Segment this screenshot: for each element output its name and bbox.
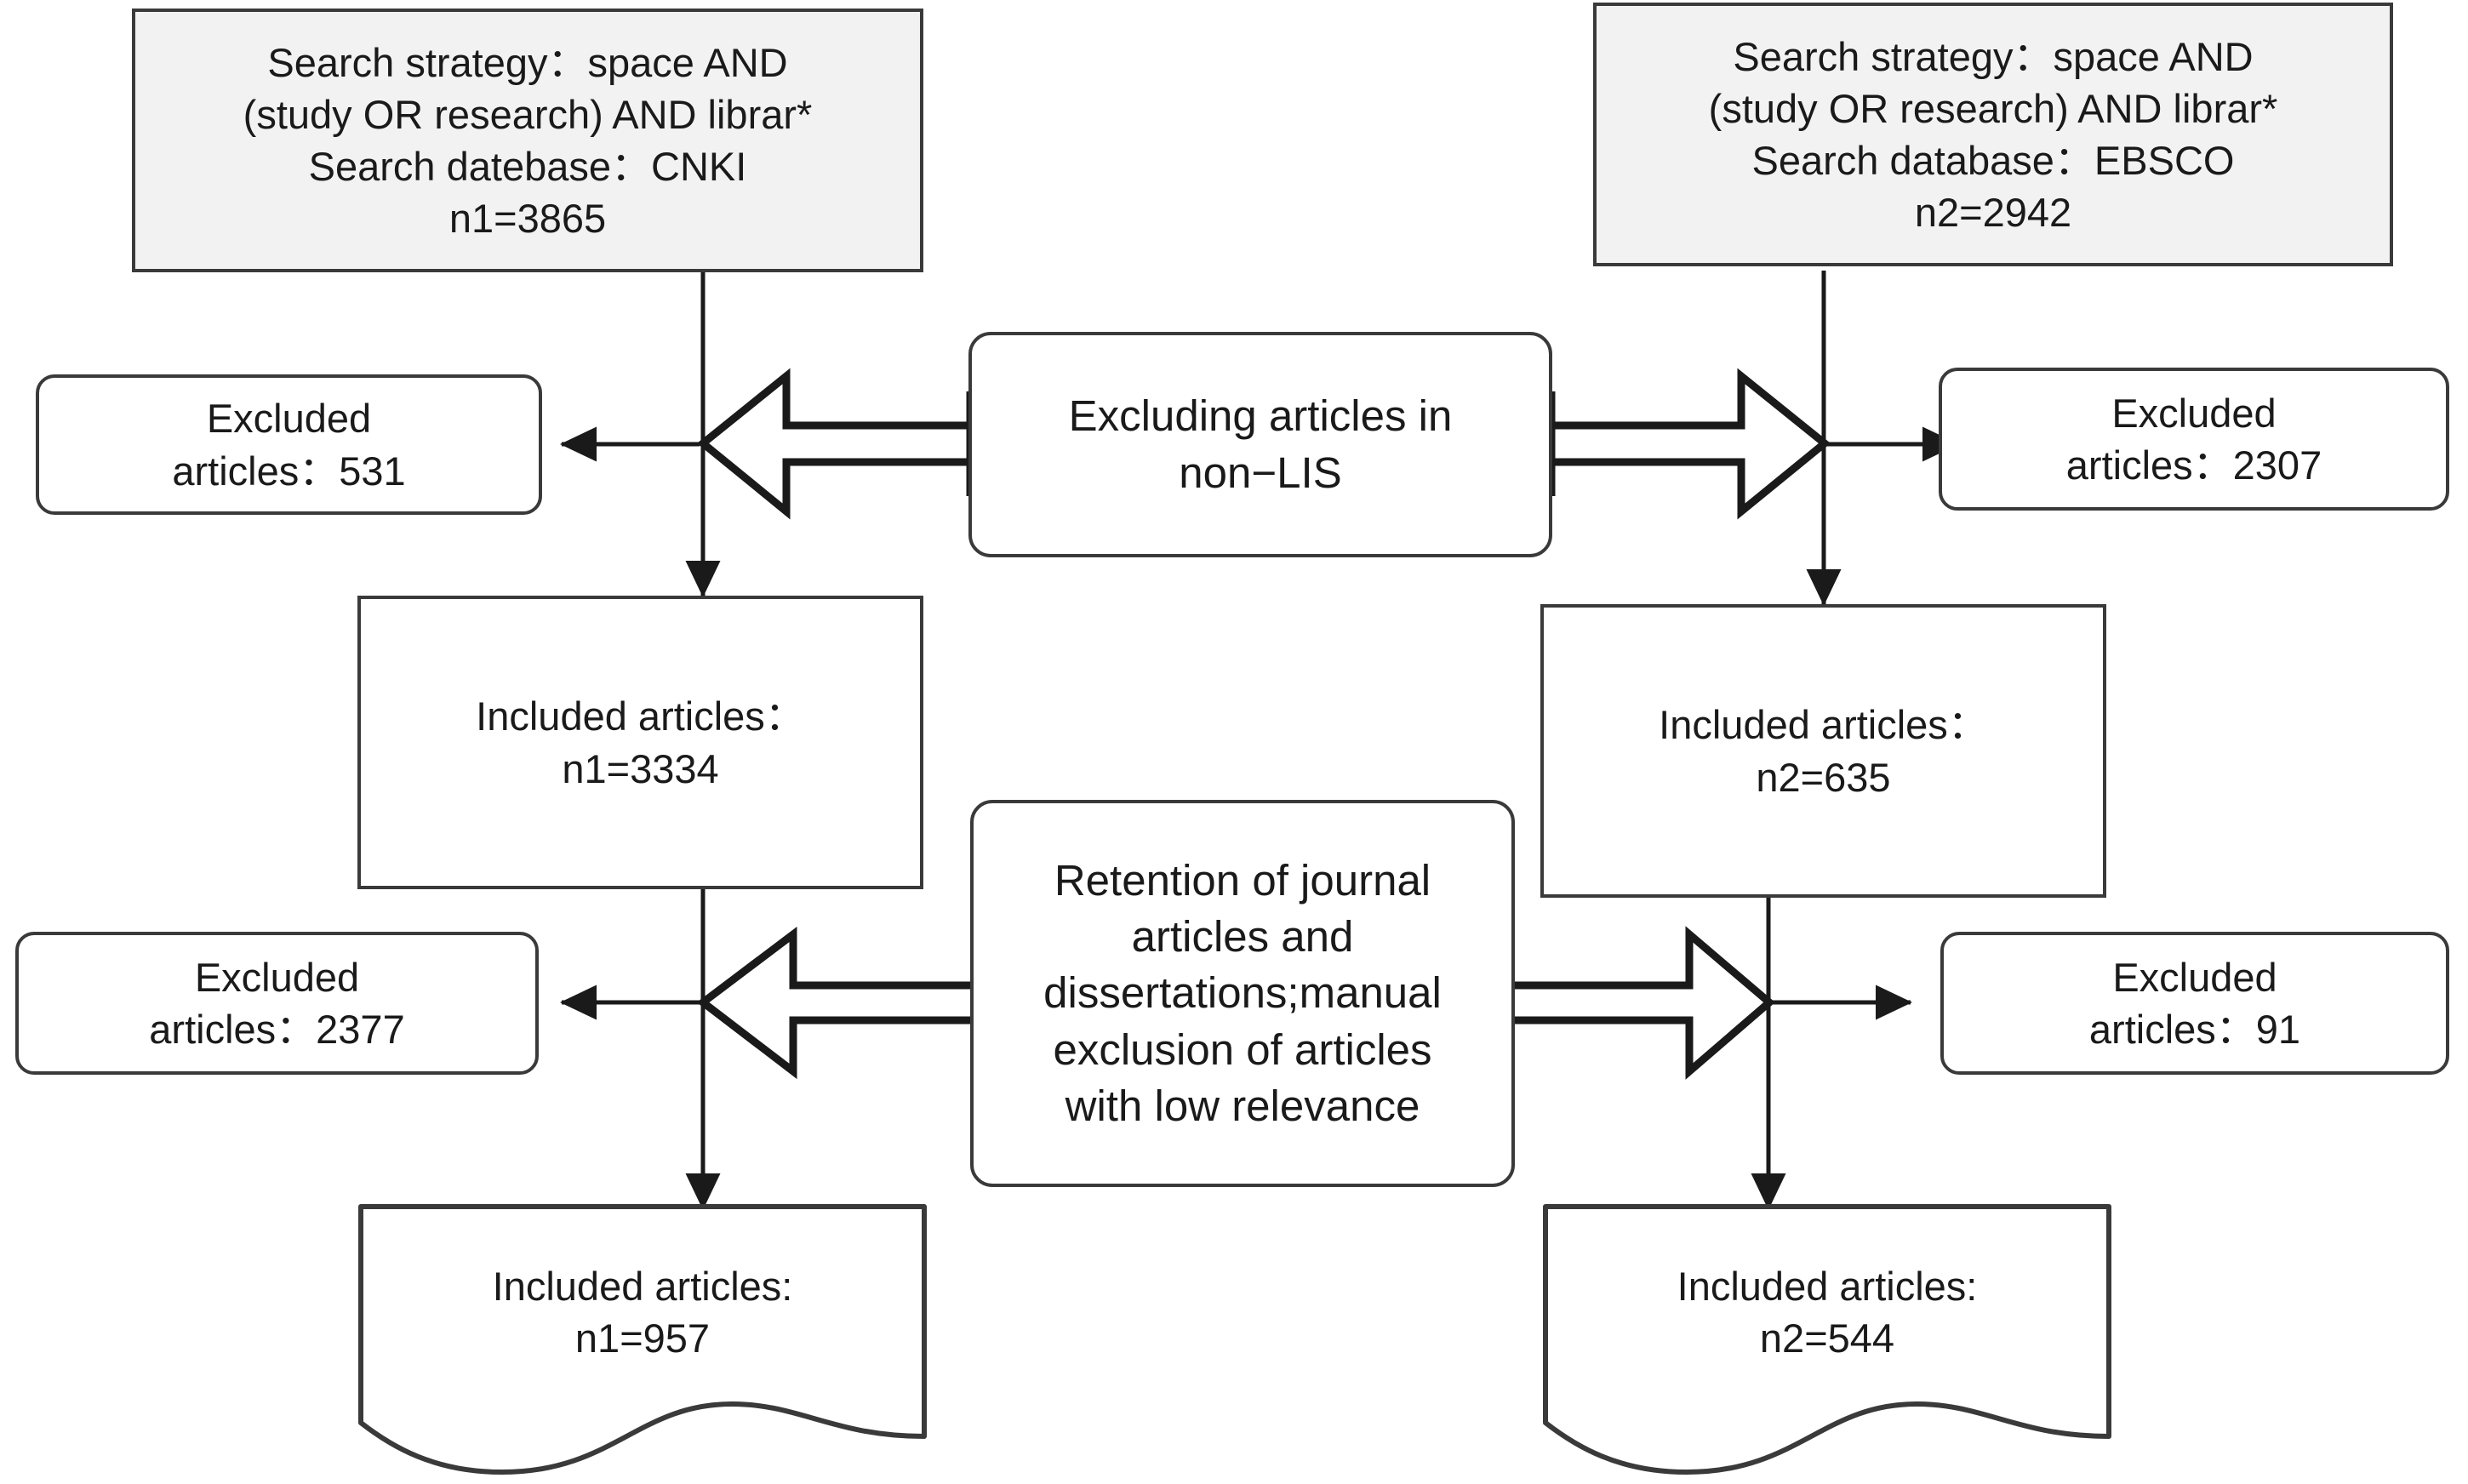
- document-shape-right: [1543, 1204, 2111, 1475]
- node-source-left-label: Search strategy：space AND (study OR rese…: [243, 39, 813, 242]
- node-source-left[interactable]: Search strategy：space AND (study OR rese…: [132, 9, 923, 272]
- node-included-mid-left[interactable]: Included articles： n1=3334: [357, 596, 923, 889]
- node-included-mid-right-label: Included articles： n2=635: [1659, 702, 1988, 800]
- node-included-final-right[interactable]: Included articles: n2=544: [1542, 1191, 2112, 1484]
- block-arrow-bottom-right: [1498, 926, 1775, 1080]
- node-excluded-bottom-right-label: Excluded articles：91: [2088, 954, 2301, 1052]
- node-excluded-top-right[interactable]: Excluded articles：2307: [1939, 368, 2449, 511]
- node-included-final-right-label: Included articles: n2=544: [1677, 1263, 1978, 1361]
- block-arrow-top-left: [696, 368, 974, 520]
- block-arrow-top-right: [1547, 368, 1831, 520]
- node-excluded-bottom-right[interactable]: Excluded articles：91: [1940, 932, 2449, 1075]
- node-included-mid-left-label: Included articles： n1=3334: [476, 693, 805, 791]
- node-process-retention-label: Retention of journal articles and disser…: [1043, 855, 1442, 1130]
- node-included-final-left[interactable]: Included articles: n1=957: [357, 1191, 928, 1484]
- node-process-excluding-non-lis[interactable]: Excluding articles in non−LIS: [968, 332, 1552, 557]
- node-excluded-bottom-left-label: Excluded articles：2377: [149, 954, 405, 1052]
- node-excluded-bottom-left[interactable]: Excluded articles：2377: [15, 932, 539, 1075]
- node-source-right[interactable]: Search strategy：space AND (study OR rese…: [1593, 3, 2393, 266]
- node-excluded-top-left-label: Excluded articles：531: [172, 396, 406, 494]
- node-included-final-left-label: Included articles: n1=957: [492, 1263, 793, 1361]
- node-process-excluding-non-lis-label: Excluding articles in non−LIS: [1068, 391, 1453, 497]
- node-included-mid-right[interactable]: Included articles： n2=635: [1540, 604, 2106, 898]
- node-excluded-top-right-label: Excluded articles：2307: [2065, 390, 2322, 488]
- document-shape-left: [358, 1204, 927, 1475]
- node-source-right-label: Search strategy：space AND (study OR rese…: [1708, 33, 2278, 236]
- node-excluded-top-left[interactable]: Excluded articles：531: [36, 374, 542, 515]
- node-process-retention[interactable]: Retention of journal articles and disser…: [970, 800, 1515, 1187]
- block-arrow-bottom-left: [696, 926, 981, 1080]
